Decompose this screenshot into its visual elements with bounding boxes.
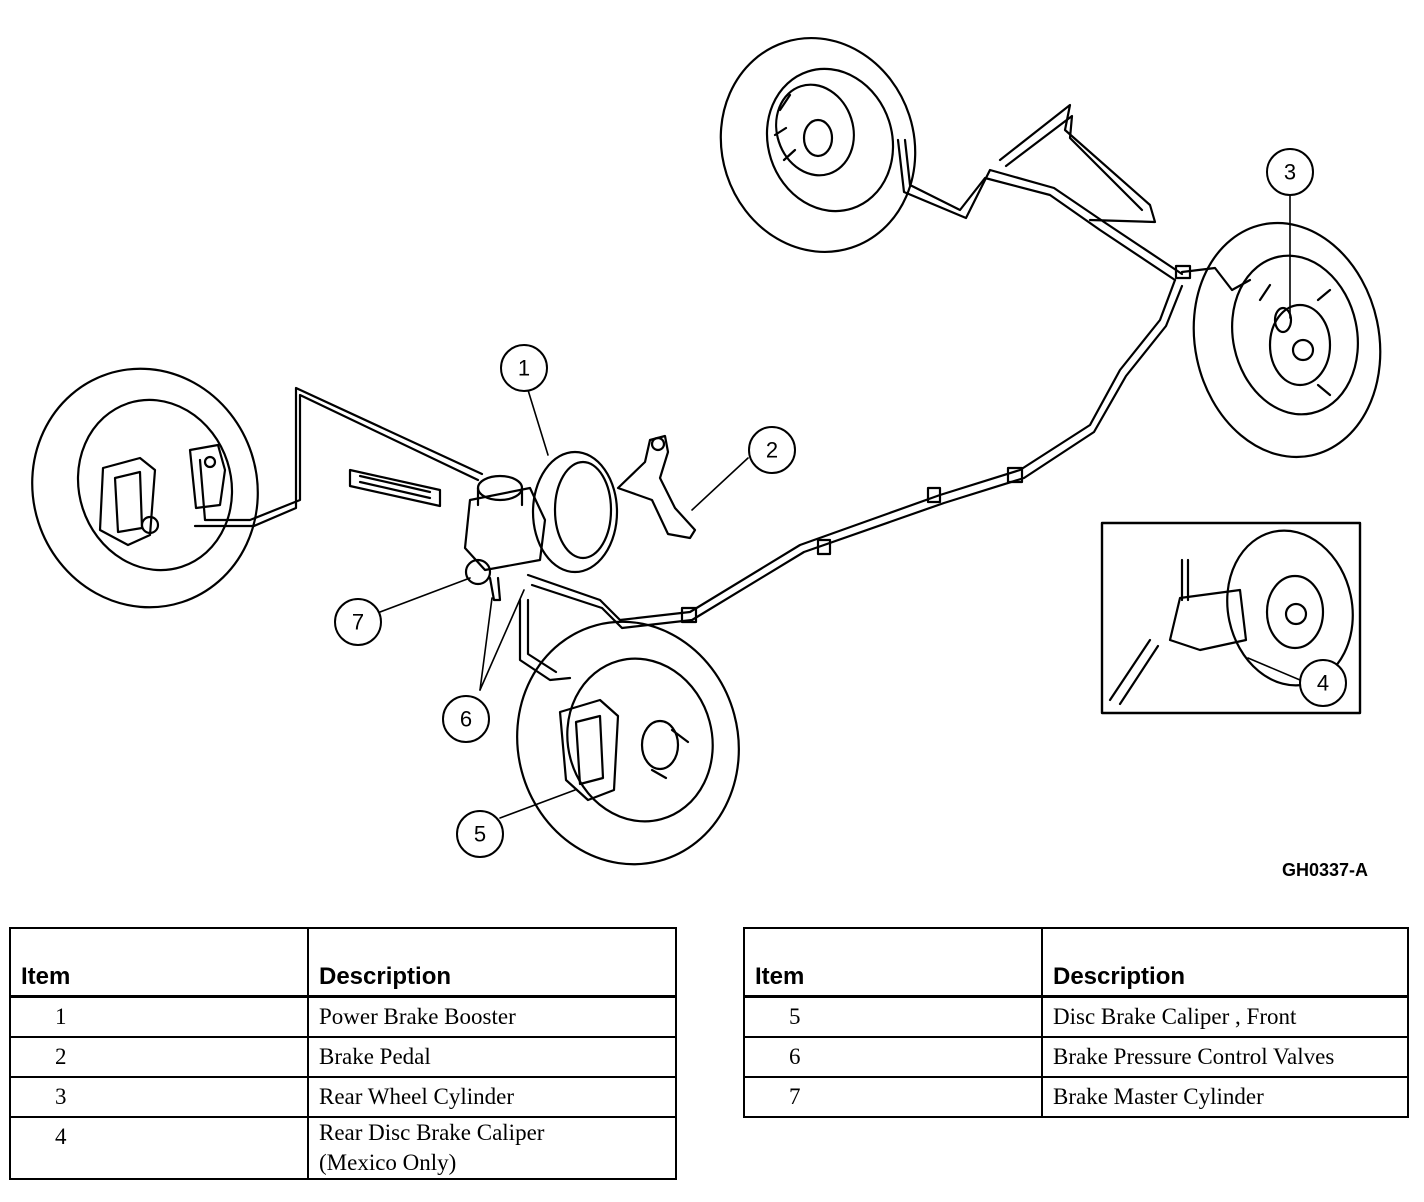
column-header-description: Description (307, 928, 677, 998)
table-row: 4 Rear Disc Brake Caliper (Mexico Only) (9, 1116, 677, 1180)
callout-4-label: 4 (1317, 671, 1329, 696)
item-table-left: Item Description 1 Power Brake Booster 2… (9, 927, 677, 1180)
rear-left-wheel (719, 36, 917, 254)
table-header-row: Item Description (9, 928, 677, 998)
table-row: 3 Rear Wheel Cylinder (9, 1076, 677, 1118)
callout-7-label: 7 (352, 610, 364, 635)
callout-3-label: 3 (1284, 160, 1296, 185)
callout-3: 3 (1266, 148, 1314, 196)
callout-1: 1 (500, 344, 548, 392)
item-number: 7 (743, 1076, 1043, 1118)
table-row: 1 Power Brake Booster (9, 995, 677, 1038)
brake-lines (193, 103, 1252, 682)
callout-2: 2 (748, 426, 796, 474)
callout-6-label: 6 (460, 707, 472, 732)
column-header-description: Description (1041, 928, 1409, 998)
table-row: 5 Disc Brake Caliper , Front (743, 995, 1409, 1038)
table-row: 2 Brake Pedal (9, 1036, 677, 1078)
item-description: Brake Pedal (307, 1036, 677, 1078)
item-number: 6 (743, 1036, 1043, 1078)
column-header-item: Item (743, 928, 1043, 998)
item-description: Rear Disc Brake Caliper (Mexico Only) (307, 1116, 677, 1180)
item-table-right: Item Description 5 Disc Brake Caliper , … (743, 927, 1409, 1118)
figure-id: GH0337-A (1282, 860, 1369, 880)
callout-2-label: 2 (766, 438, 778, 463)
brake-pedal-shape (616, 434, 697, 540)
table-header-row: Item Description (743, 928, 1409, 998)
item-number: 1 (9, 995, 309, 1038)
brake-system-diagram: 1 2 3 4 5 6 7 (31, 36, 1382, 866)
front-left-wheel (31, 367, 259, 609)
callout-leaders (379, 195, 1301, 819)
callout-4: 4 (1299, 659, 1347, 707)
item-description: Brake Master Cylinder (1041, 1076, 1409, 1118)
booster-master-cylinder-assembly (348, 450, 619, 602)
callout-5: 5 (456, 810, 504, 858)
callout-1-label: 1 (518, 356, 530, 381)
column-header-item: Item (9, 928, 309, 998)
callout-6: 6 (442, 695, 490, 743)
callout-7: 7 (334, 598, 382, 646)
item-description: Brake Pressure Control Valves (1041, 1036, 1409, 1078)
table-row: 6 Brake Pressure Control Valves (743, 1036, 1409, 1078)
item-description: Power Brake Booster (307, 995, 677, 1038)
item-number: 3 (9, 1076, 309, 1118)
item-number: 4 (9, 1116, 309, 1180)
item-description: Disc Brake Caliper , Front (1041, 995, 1409, 1038)
table-row: 7 Brake Master Cylinder (743, 1076, 1409, 1118)
rear-right-wheel (1192, 221, 1382, 459)
item-description: Rear Wheel Cylinder (307, 1076, 677, 1118)
item-number: 2 (9, 1036, 309, 1078)
front-right-wheel (516, 620, 740, 866)
item-number: 5 (743, 995, 1043, 1038)
callout-5-label: 5 (474, 822, 486, 847)
